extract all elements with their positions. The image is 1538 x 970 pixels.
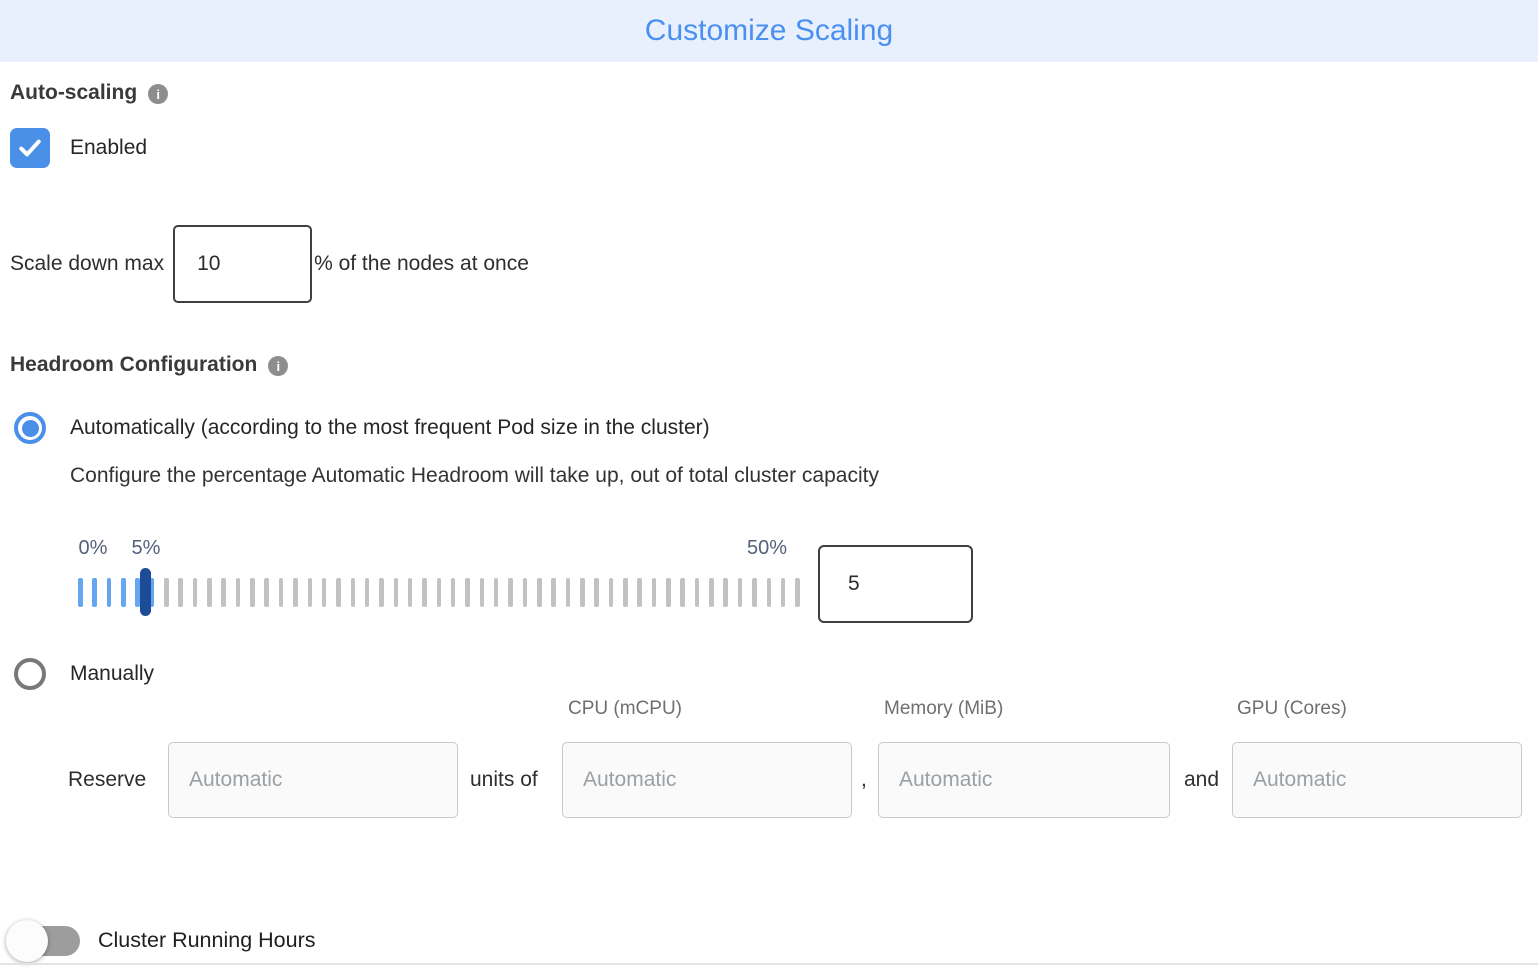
slider-tick <box>422 578 427 607</box>
scale-down-prefix: Scale down max <box>10 252 165 275</box>
info-icon[interactable]: i <box>268 356 289 376</box>
slider-tick <box>580 578 585 607</box>
slider-tick <box>723 578 728 607</box>
checkmark-icon <box>19 139 41 157</box>
slider-tick <box>336 578 341 607</box>
slider-tick <box>608 578 614 607</box>
slider-tick <box>666 578 671 607</box>
auto-scaling-section-label: Auto-scaling i <box>10 81 169 105</box>
info-icon[interactable]: i <box>148 84 169 104</box>
cluster-running-hours-toggle[interactable] <box>6 920 80 962</box>
slider-tick <box>766 578 771 607</box>
slider-tick <box>594 578 599 607</box>
reserve-cpu-input[interactable] <box>562 742 852 818</box>
headroom-description: Configure the percentage Automatic Headr… <box>70 464 879 487</box>
slider-tick <box>149 578 155 607</box>
scale-down-suffix: % of the nodes at once <box>314 252 529 275</box>
scale-down-max-input[interactable] <box>173 225 313 303</box>
slider-tick <box>780 578 786 607</box>
panel-header: Customize Scaling <box>0 0 1538 62</box>
slider-tick <box>522 578 528 607</box>
slider-tick <box>350 578 356 607</box>
slider-tick <box>379 578 384 607</box>
enabled-checkbox[interactable] <box>10 128 50 168</box>
slider-tick <box>393 578 399 607</box>
scale-down-row: Scale down max % of the nodes at once <box>10 225 529 303</box>
units-of-label: units of <box>470 768 538 791</box>
slider-tick <box>623 578 628 607</box>
slider-tick <box>508 578 513 607</box>
slider-max-label: 50% <box>746 537 788 559</box>
slider-tick <box>192 578 198 607</box>
radio-dot <box>21 419 39 437</box>
slider-tick <box>250 578 255 607</box>
manually-radio[interactable] <box>14 658 46 690</box>
reserve-memory-input[interactable] <box>878 742 1170 818</box>
automatic-radio[interactable] <box>14 412 46 444</box>
automatic-option-row: Automatically (according to the most fre… <box>14 412 710 444</box>
slider-tick <box>321 578 327 607</box>
slider-tick <box>307 578 312 607</box>
slider-tick <box>737 578 743 607</box>
headroom-percentage-input[interactable] <box>818 545 973 623</box>
headroom-label: Headroom Configuration <box>10 353 258 376</box>
reserve-label: Reserve <box>68 768 147 791</box>
slider-tick <box>164 578 169 607</box>
slider-tick <box>293 578 298 607</box>
slider-tick <box>551 578 556 607</box>
slider-tick <box>135 578 140 607</box>
slider-tick <box>493 578 499 607</box>
slider-tick <box>752 578 757 607</box>
slider-tick <box>436 578 442 607</box>
headroom-section-label: Headroom Configuration i <box>10 353 289 377</box>
column-header-memory: Memory (MiB) <box>884 698 1004 719</box>
slider-current-label: 5% <box>131 537 161 559</box>
slider-tick <box>92 578 97 607</box>
enabled-checkbox-row: Enabled <box>10 128 147 168</box>
bottom-divider <box>0 963 1538 965</box>
slider-tick <box>680 578 685 607</box>
slider-tick <box>121 578 126 607</box>
slider-tick <box>106 578 112 607</box>
headroom-slider[interactable] <box>78 568 800 616</box>
slider-tick <box>235 578 241 607</box>
slider-tick <box>364 578 370 607</box>
column-header-gpu: GPU (Cores) <box>1237 698 1347 719</box>
slider-tick <box>565 578 571 607</box>
slider-tick <box>795 578 800 607</box>
slider-min-label: 0% <box>78 537 108 559</box>
toggle-knob[interactable] <box>6 920 48 962</box>
slider-tick <box>465 578 470 607</box>
manually-option-label: Manually <box>70 662 155 685</box>
page-title: Customize Scaling <box>644 14 894 47</box>
slider-tick <box>450 578 456 607</box>
reserve-units-input[interactable] <box>168 742 458 818</box>
slider-tick <box>207 578 212 607</box>
enabled-checkbox-label: Enabled <box>70 136 148 159</box>
auto-scaling-label: Auto-scaling <box>10 81 138 104</box>
slider-tick <box>264 578 269 607</box>
slider-tick <box>178 578 183 607</box>
slider-tick <box>709 578 714 607</box>
slider-tick <box>278 578 284 607</box>
slider-tick <box>407 578 413 607</box>
cluster-running-hours-row: Cluster Running Hours <box>0 915 500 965</box>
manual-option-row: Manually <box>14 658 154 690</box>
slider-handle[interactable] <box>140 568 151 616</box>
slider-tick <box>78 578 83 607</box>
reserve-gpu-input[interactable] <box>1232 742 1522 818</box>
slider-tick <box>221 578 226 607</box>
slider-tick <box>479 578 485 607</box>
slider-tick <box>694 578 700 607</box>
slider-tick <box>651 578 657 607</box>
column-header-cpu: CPU (mCPU) <box>568 698 682 719</box>
slider-tick <box>637 578 642 607</box>
and-separator: and <box>1184 768 1220 791</box>
automatic-option-label: Automatically (according to the most fre… <box>70 416 710 439</box>
cluster-running-hours-label: Cluster Running Hours <box>98 928 316 952</box>
comma-separator: , <box>861 768 867 791</box>
slider-tick <box>537 578 542 607</box>
